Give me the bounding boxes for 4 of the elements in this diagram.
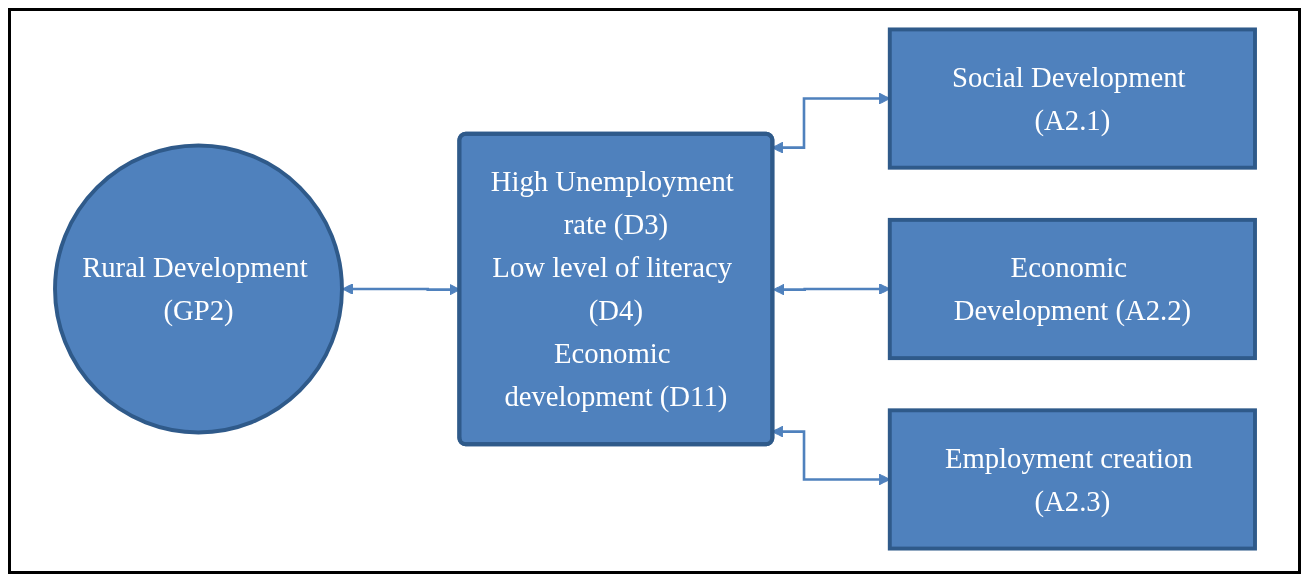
node-circle: Rural Development (GP2) [52,143,344,435]
node-box: Social Development (A2.1) [887,27,1257,170]
node-box: Employment creation (A2.3) [887,408,1257,551]
node-box: Economic Development (A2.2) [887,217,1257,361]
